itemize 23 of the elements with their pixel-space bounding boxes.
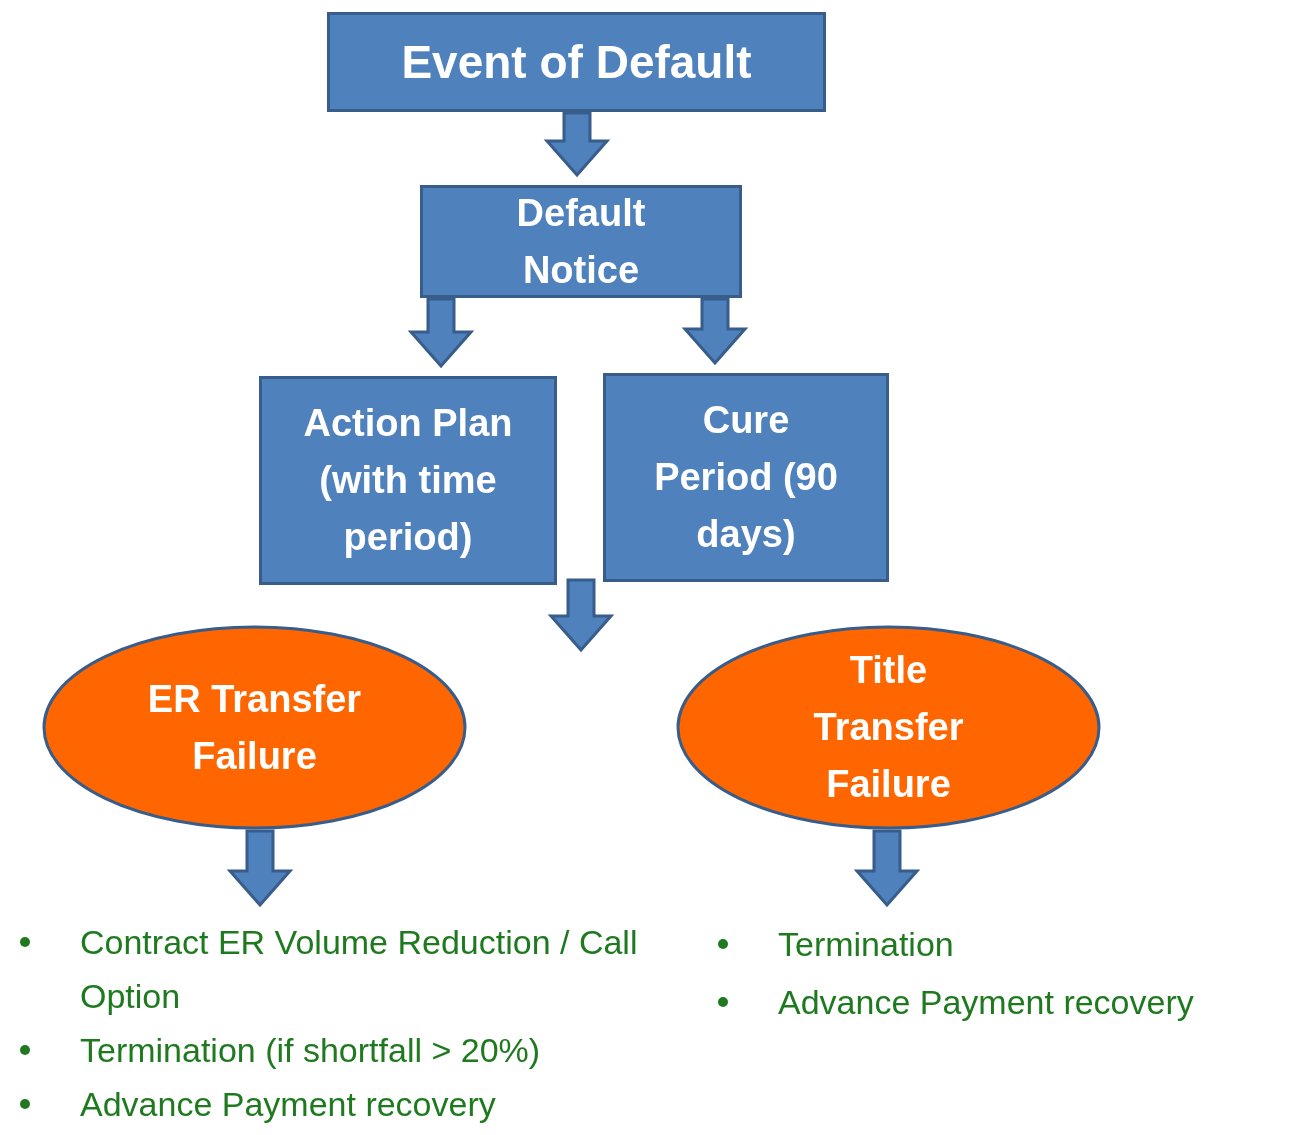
node-label: Cure Period (90 days)	[653, 398, 839, 557]
node-label: Event of Default	[400, 34, 753, 90]
list-item-text: Termination (if shortfall > 20%)	[80, 1030, 541, 1071]
block-arrow	[543, 111, 611, 178]
node-label: Title Transfer Failure	[812, 648, 965, 807]
list-item-text: Termination	[778, 924, 954, 965]
block-arrow	[681, 297, 749, 366]
list-item-text: Contract ER Volume Reduction / Call Option	[80, 922, 639, 1017]
block-arrow	[226, 829, 294, 908]
node-label: ER Transfer Failure	[146, 676, 363, 779]
list-item-text: Advance Payment recovery	[80, 1084, 496, 1125]
list-item-text: Advance Payment recovery	[778, 982, 1194, 1023]
process-box	[327, 12, 826, 112]
process-box	[420, 185, 742, 298]
ellipse-shape	[676, 625, 1101, 830]
block-arrow	[853, 829, 921, 908]
node-label: Default Notice	[515, 190, 647, 293]
node-label: Action Plan (with time period)	[302, 401, 514, 560]
block-arrow	[547, 578, 615, 653]
process-box	[259, 376, 557, 585]
block-arrow	[407, 297, 475, 369]
process-box	[603, 373, 889, 582]
ellipse-shape	[42, 625, 467, 830]
